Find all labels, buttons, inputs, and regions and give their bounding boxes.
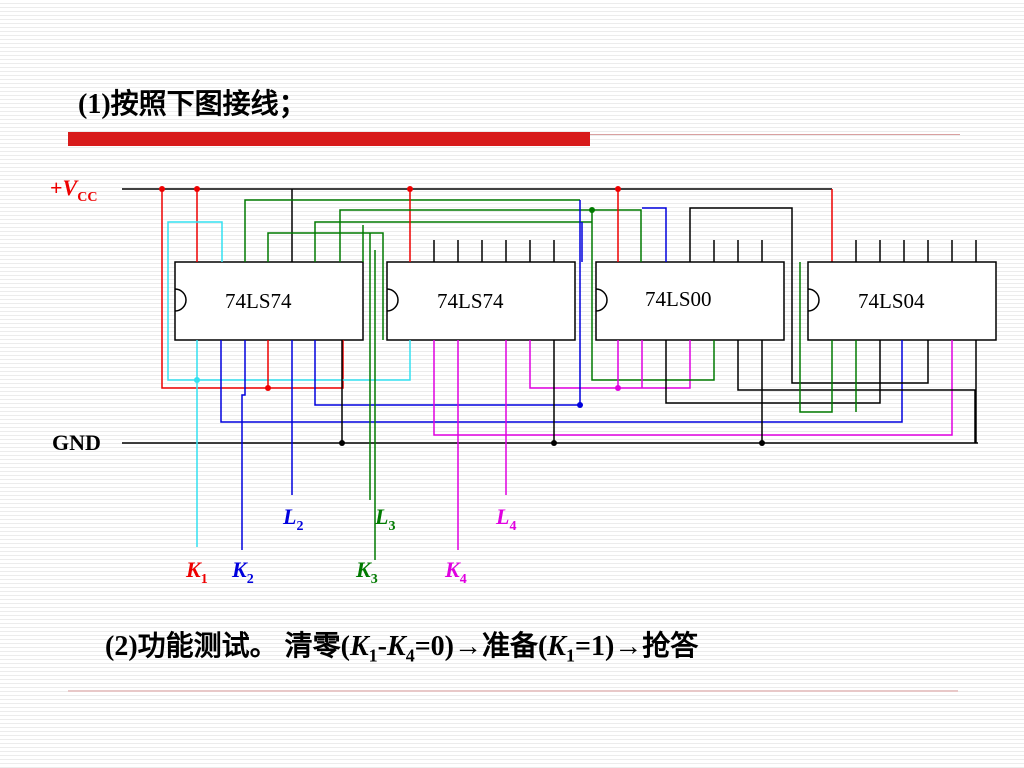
output-label-l3: L3 (374, 504, 395, 534)
output-label-l2: L2 (282, 504, 303, 534)
step2-k-a-sub: 1 (368, 645, 378, 666)
chip-u1-label: 74LS74 (225, 289, 292, 313)
input-label-k1: K1 (185, 557, 208, 587)
chip-u3: 74LS00 (595, 261, 785, 341)
step2-dash: - (377, 631, 387, 662)
title-rule-red (68, 132, 590, 146)
input-label-k2: K2 (231, 557, 254, 587)
junction-dots (159, 186, 765, 446)
output-label-l4: L4 (495, 504, 516, 534)
step2-prefix: (2)功能测试。 清零( (105, 631, 350, 662)
step2-k-c-sub: 1 (565, 645, 575, 666)
chip-u4-wiring (799, 240, 977, 443)
vcc-rail (122, 188, 833, 262)
chip-u1: 74LS74 (174, 261, 364, 341)
step2-k-b-sub: 4 (405, 645, 415, 666)
title-rule-thin (590, 134, 960, 135)
gnd-label: GND (52, 430, 101, 455)
chip-u2-wiring (339, 189, 953, 560)
step2-k-a: K (349, 631, 369, 662)
step2-instruction: (2)功能测试。 清零(K1-K4=0)→准备(K1=1)→抢答 (105, 624, 698, 667)
step1-heading: (1)按照下图接线； (78, 89, 307, 120)
chip-u3-label: 74LS00 (645, 287, 712, 311)
vcc-label: +VCC (50, 175, 97, 205)
bottom-rule (68, 690, 958, 692)
step2-k-c: K (547, 631, 566, 662)
chip-u2: 74LS74 (386, 261, 576, 341)
chip-u4: 74LS04 (807, 261, 997, 341)
chip-u2-label: 74LS74 (437, 289, 504, 313)
chip-u1-wiring (161, 189, 903, 550)
step2-suffix: =1)→抢答 (574, 631, 699, 662)
step2-k-b: K (387, 631, 406, 662)
step2-mid: =0)→准备( (414, 631, 548, 662)
chip-u4-label: 74LS04 (858, 289, 925, 313)
input-label-k4: K4 (444, 557, 467, 587)
input-label-k3: K3 (355, 557, 378, 587)
